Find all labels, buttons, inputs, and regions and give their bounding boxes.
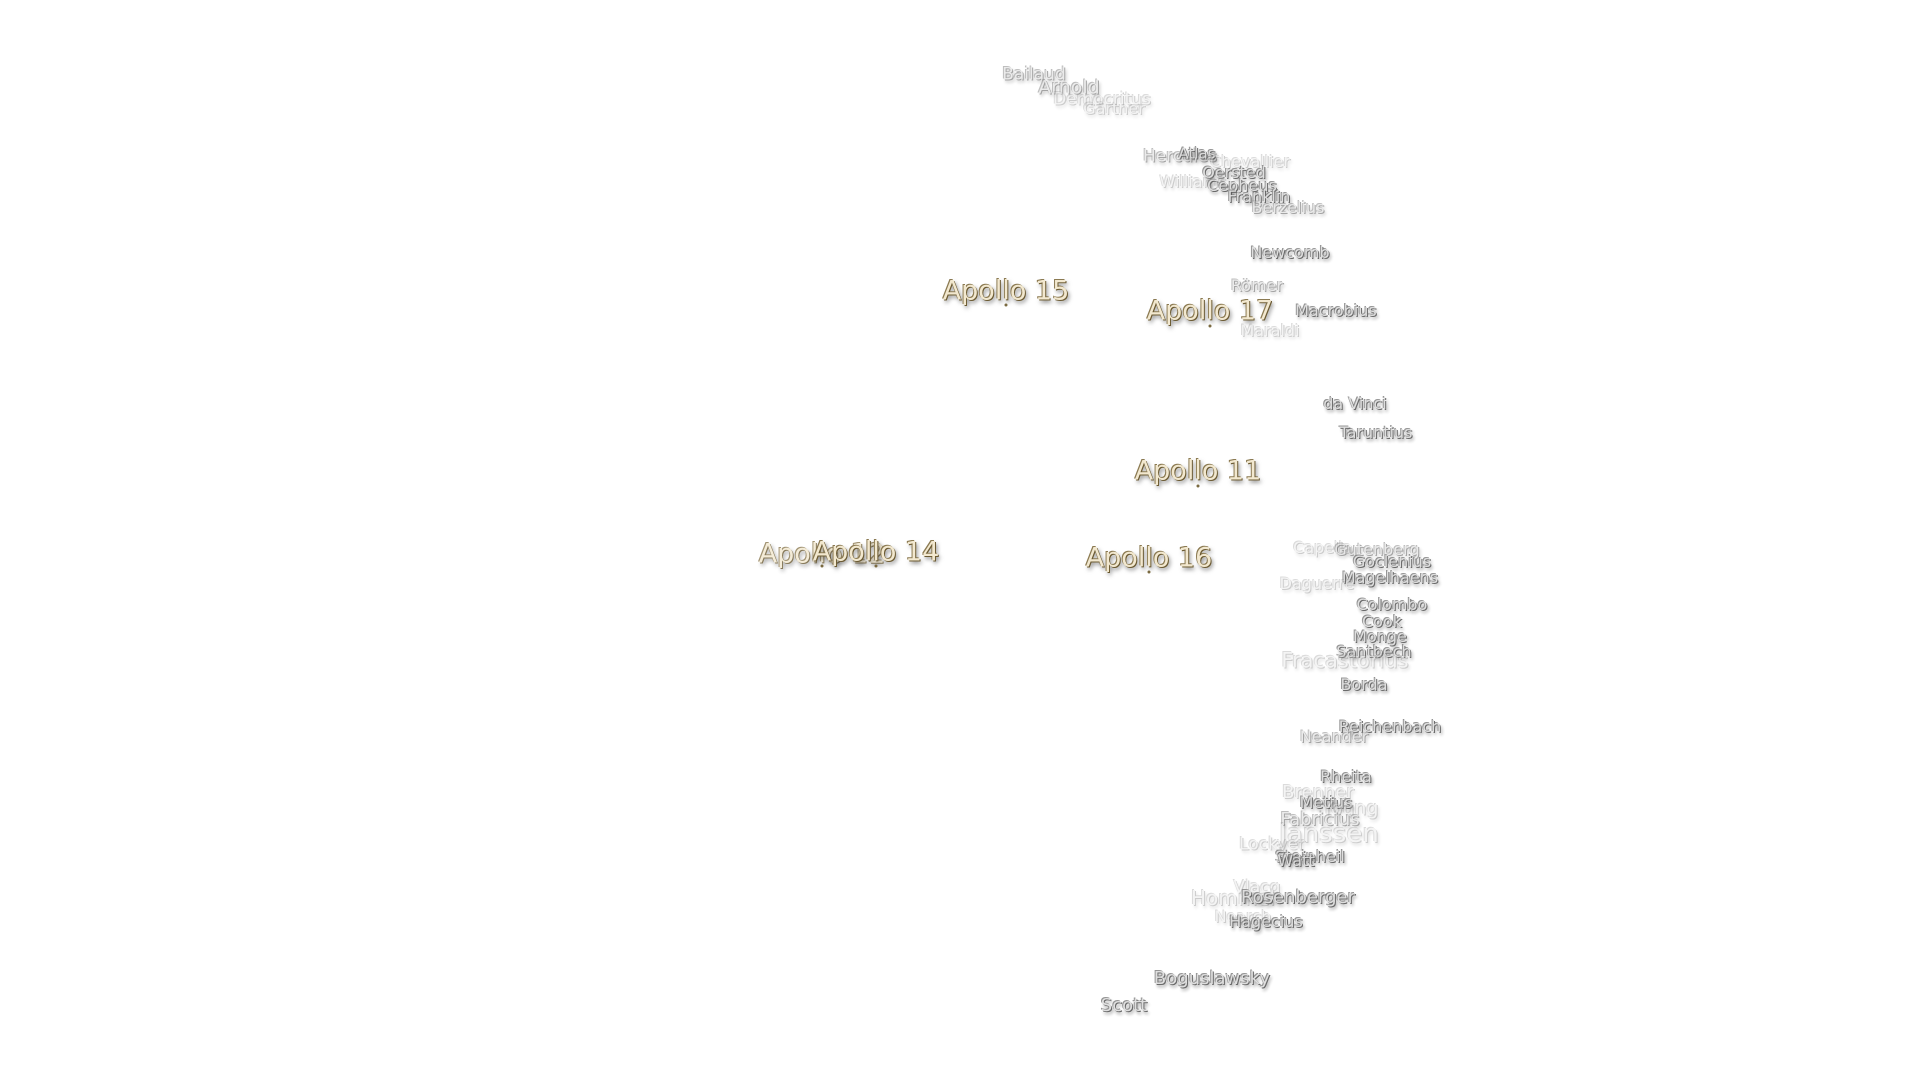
crater-label[interactable]: Watt: [1277, 851, 1315, 870]
crater-label[interactable]: Nearch: [1214, 907, 1272, 926]
crater-label[interactable]: da Vinci: [1323, 394, 1387, 413]
crater-label[interactable]: Gärtner: [1083, 99, 1145, 118]
landing-site-marker: [1208, 324, 1212, 328]
apollo-site-label[interactable]: Apollo 14: [812, 536, 940, 568]
crater-label[interactable]: Gutenberg: [1334, 540, 1420, 559]
landing-site-marker: [820, 564, 824, 568]
crater-label[interactable]: Santbech: [1336, 642, 1412, 661]
crater-label[interactable]: Vlacq: [1233, 877, 1281, 898]
crater-label[interactable]: Oersted: [1202, 163, 1266, 182]
crater-label[interactable]: Rosenberger: [1240, 887, 1356, 908]
crater-label[interactable]: Capella: [1293, 538, 1353, 557]
crater-label[interactable]: Democritus: [1053, 89, 1151, 110]
crater-label[interactable]: Metius: [1299, 793, 1353, 812]
crater-label[interactable]: Janssen: [1279, 819, 1379, 849]
crater-label[interactable]: Cepheus: [1207, 176, 1277, 195]
crater-label[interactable]: Berzelius: [1251, 198, 1325, 217]
crater-label[interactable]: Franklin: [1227, 187, 1291, 206]
crater-label[interactable]: Hagecius: [1229, 912, 1303, 931]
crater-label[interactable]: Colombo: [1356, 595, 1428, 614]
apollo-site-label[interactable]: Apollo 12: [758, 538, 886, 570]
apollo-site-label[interactable]: Apollo 11: [1134, 455, 1262, 487]
crater-label[interactable]: Young: [1321, 797, 1379, 820]
apollo-site-label[interactable]: Apollo 17: [1146, 295, 1274, 327]
crater-label[interactable]: Fracastorius: [1281, 648, 1409, 673]
crater-label[interactable]: Reichenbach: [1338, 717, 1442, 736]
crater-label[interactable]: Rheita: [1320, 767, 1372, 786]
crater-label[interactable]: Scott: [1100, 995, 1148, 1016]
landing-site-marker: [874, 564, 878, 568]
crater-label[interactable]: Hommel: [1190, 886, 1276, 910]
crater-label[interactable]: Monge: [1353, 627, 1407, 646]
crater-label[interactable]: Borda: [1340, 675, 1388, 694]
landing-site-marker: [1147, 570, 1151, 574]
crater-label[interactable]: Lockyer: [1239, 834, 1305, 855]
crater-label[interactable]: Cook: [1361, 612, 1403, 631]
crater-label[interactable]: Goclenius: [1352, 552, 1432, 571]
crater-label[interactable]: Brenner: [1282, 782, 1354, 803]
crater-label[interactable]: Atlas: [1178, 144, 1216, 163]
crater-label[interactable]: Daguerre: [1279, 574, 1355, 593]
crater-label[interactable]: Macrobius: [1295, 301, 1377, 320]
crater-label[interactable]: Neander: [1299, 727, 1369, 746]
crater-label[interactable]: Williams: [1159, 172, 1227, 191]
apollo-site-label[interactable]: Apollo 16: [1085, 542, 1213, 574]
crater-label[interactable]: Magelhaens: [1341, 568, 1439, 587]
crater-label[interactable]: Fabricius: [1280, 809, 1360, 830]
crater-label[interactable]: Boguslawsky: [1153, 968, 1271, 989]
crater-label[interactable]: Taruntius: [1339, 423, 1413, 442]
crater-label[interactable]: Bailaud: [1002, 64, 1066, 85]
landing-site-marker: [1004, 303, 1008, 307]
crater-label[interactable]: Römer: [1230, 276, 1284, 295]
crater-label[interactable]: Arnold: [1038, 76, 1100, 99]
crater-label[interactable]: Maraldi: [1240, 321, 1300, 340]
crater-label[interactable]: Steinheil: [1275, 847, 1345, 866]
crater-label[interactable]: Newcomb: [1250, 243, 1330, 262]
crater-label[interactable]: Chevallier: [1209, 152, 1291, 171]
crater-label[interactable]: Hercules: [1142, 146, 1218, 167]
apollo-site-label[interactable]: Apollo 15: [942, 275, 1070, 307]
landing-site-marker: [1196, 484, 1200, 488]
